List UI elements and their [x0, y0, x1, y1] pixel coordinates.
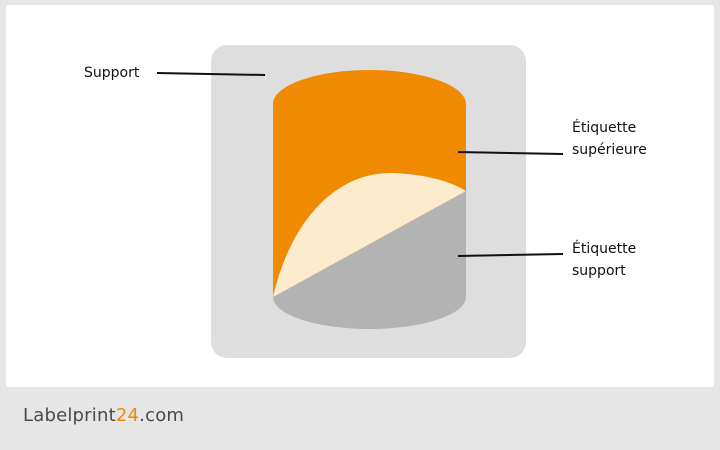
label-support-label-line2: support: [572, 263, 626, 279]
brand-domain: .com: [139, 405, 185, 426]
brand-number: 24: [115, 405, 140, 426]
support-label-shape: [273, 191, 466, 329]
brand-logo: Labelprint24.com: [23, 403, 184, 429]
leader-line-support: [156, 72, 266, 76]
leader-line-top-label: [457, 151, 564, 155]
brand-name: Labelprint: [23, 405, 116, 426]
leader-line-support-label: [457, 253, 564, 257]
label-top-label-line1: Étiquette: [572, 120, 637, 136]
footer-bar: Labelprint24.com: [0, 387, 720, 450]
label-top-label-line2: supérieure: [572, 142, 647, 158]
label-support: Support: [84, 65, 140, 81]
label-support-label-line1: Étiquette: [572, 241, 637, 257]
label-support-label: Étiquette support: [572, 238, 636, 282]
label-top-label: Étiquette supérieure: [572, 117, 647, 161]
peeled-label-edge: [273, 172, 466, 297]
